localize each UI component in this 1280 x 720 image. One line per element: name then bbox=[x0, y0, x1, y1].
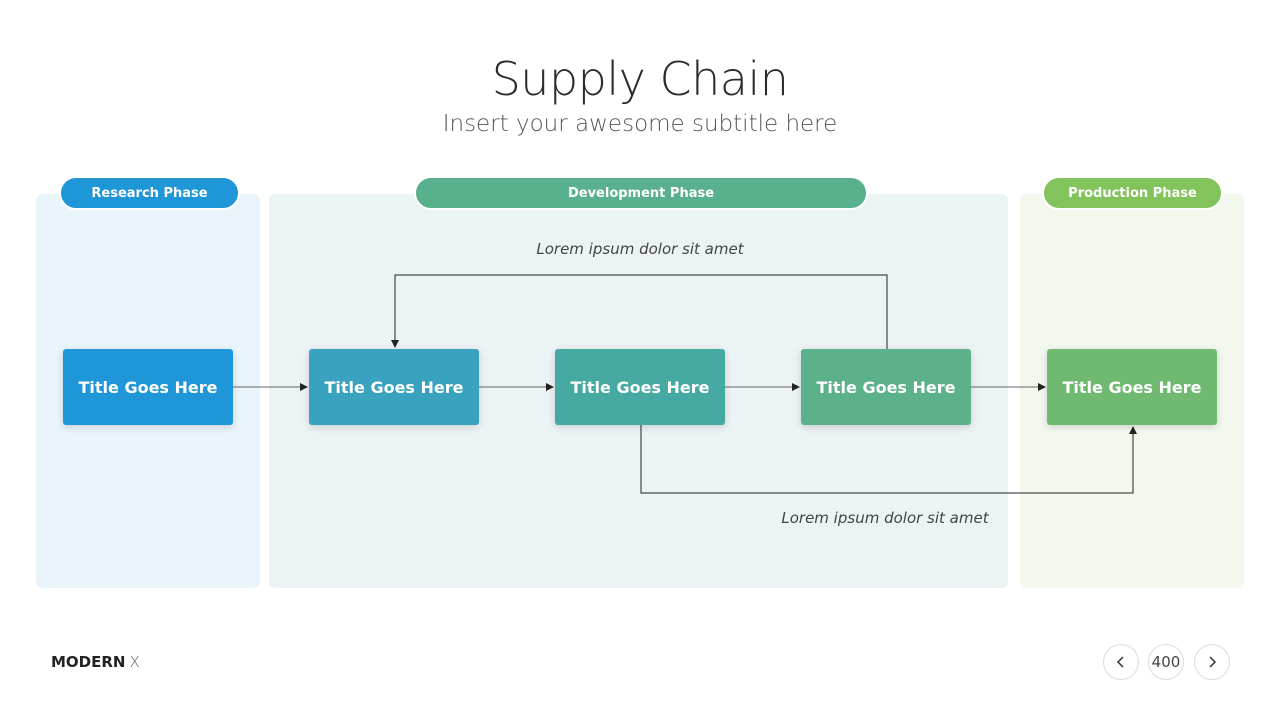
brand-bold: MODERN bbox=[51, 653, 126, 671]
step-box-3: Title Goes Here bbox=[555, 349, 725, 425]
next-slide-button[interactable] bbox=[1194, 644, 1230, 680]
feedback-arrow-4-2 bbox=[391, 274, 888, 349]
development-phase-label: Development Phase bbox=[414, 176, 868, 210]
brand-light: X bbox=[129, 653, 140, 671]
chevron-right-icon bbox=[1209, 656, 1217, 668]
bypass-arrow-3-5 bbox=[640, 425, 1137, 494]
feedback-note: Lorem ipsum dolor sit amet bbox=[536, 240, 744, 258]
bypass-note: Lorem ipsum dolor sit amet bbox=[781, 509, 989, 527]
page-number: 400 bbox=[1148, 644, 1184, 680]
research-phase-label: Research Phase bbox=[59, 176, 240, 210]
step-box-2: Title Goes Here bbox=[309, 349, 479, 425]
slide-subtitle: Insert your awesome subtitle here bbox=[442, 111, 838, 137]
step-box-4: Title Goes Here bbox=[801, 349, 971, 425]
prev-slide-button[interactable] bbox=[1103, 644, 1139, 680]
step-box-5: Title Goes Here bbox=[1047, 349, 1217, 425]
step-box-1: Title Goes Here bbox=[63, 349, 233, 425]
production-phase-label: Production Phase bbox=[1042, 176, 1223, 210]
chevron-left-icon bbox=[1116, 656, 1124, 668]
slide-title: Supply Chain bbox=[491, 52, 789, 106]
